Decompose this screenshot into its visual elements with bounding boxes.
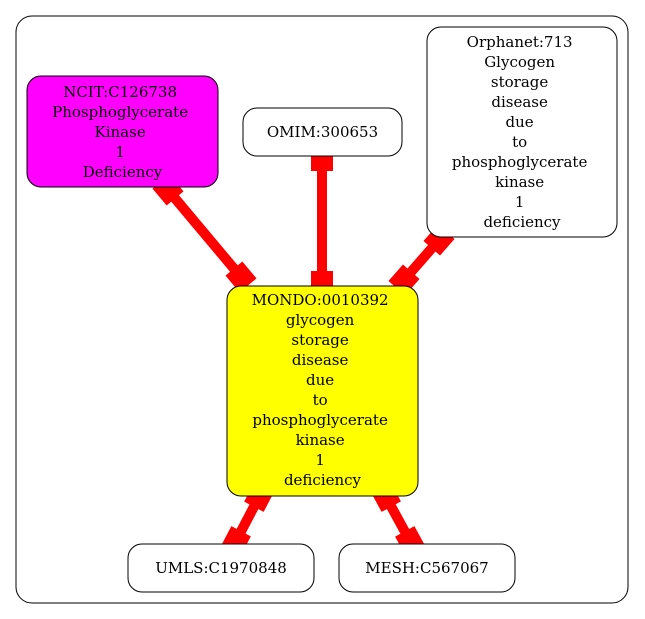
cluster-border <box>15 15 629 604</box>
node-omim-line: OMIM:300653 <box>267 123 378 141</box>
node-ncit-line: NCIT:C126738 <box>63 83 177 101</box>
node-ncit-line: Phosphoglycerate <box>52 103 188 121</box>
node-orphanet-line: Glycogen <box>484 53 555 71</box>
node-ncit-line: 1 <box>115 143 125 161</box>
node-umls-line: UMLS:C1970848 <box>155 559 287 577</box>
node-mesh[interactable]: MESH:C567067 <box>338 543 516 593</box>
node-ncit[interactable]: NCIT:C126738 Phosphoglycerate Kinase 1 D… <box>26 75 219 188</box>
node-orphanet-label: Orphanet:713 Glycogen storage disease du… <box>452 33 592 231</box>
edge-end-marker <box>225 261 257 293</box>
node-orphanet-line: deficiency <box>483 213 561 231</box>
node-orphanet-line: 1 <box>515 193 525 211</box>
edge-ncit-mondo <box>152 174 257 293</box>
node-orphanet-line: storage <box>491 73 548 91</box>
node-umls[interactable]: UMLS:C1970848 <box>127 543 315 593</box>
node-mondo-line: to <box>313 391 328 409</box>
node-orphanet-box <box>426 26 618 238</box>
node-mondo-label: MONDO:0010392 glycogen storage disease d… <box>252 291 394 489</box>
node-mondo-line: deficiency <box>284 471 362 489</box>
node-orphanet-line: to <box>512 133 527 151</box>
node-mondo-line: phosphoglycerate <box>252 411 388 429</box>
edge-omim-mondo <box>311 149 333 293</box>
node-mesh-label: MESH:C567067 <box>365 559 488 577</box>
node-orphanet[interactable]: Orphanet:713 Glycogen storage disease du… <box>426 26 618 238</box>
node-orphanet-line: kinase <box>495 173 544 191</box>
node-mesh-line: MESH:C567067 <box>365 559 488 577</box>
edge-line <box>164 186 245 281</box>
node-orphanet-line: disease <box>491 93 548 111</box>
node-ncit-line: Deficiency <box>83 163 163 181</box>
node-ncit-line: Kinase <box>95 123 146 141</box>
node-mondo-box <box>226 285 419 497</box>
node-mondo-line: MONDO:0010392 <box>252 291 389 309</box>
node-orphanet-line: phosphoglycerate <box>452 153 588 171</box>
node-mondo-line: storage <box>291 331 348 349</box>
node-orphanet-line: due <box>506 113 534 131</box>
node-omim-box <box>242 107 403 157</box>
node-umls-box <box>127 543 315 593</box>
node-ncit-label: NCIT:C126738 Phosphoglycerate Kinase 1 D… <box>52 83 193 181</box>
node-mondo-line: glycogen <box>286 311 355 329</box>
node-umls-label: UMLS:C1970848 <box>155 559 287 577</box>
node-omim[interactable]: OMIM:300653 <box>242 107 403 157</box>
node-mesh-box <box>338 543 516 593</box>
node-mondo-line: kinase <box>296 431 345 449</box>
node-orphanet-line: Orphanet:713 <box>467 33 573 51</box>
node-mondo[interactable]: MONDO:0010392 glycogen storage disease d… <box>226 285 419 497</box>
node-ncit-box <box>26 75 219 188</box>
node-mondo-line: disease <box>292 351 349 369</box>
node-mondo-line: 1 <box>315 451 325 469</box>
node-mondo-line: due <box>306 371 334 389</box>
node-omim-label: OMIM:300653 <box>267 123 378 141</box>
